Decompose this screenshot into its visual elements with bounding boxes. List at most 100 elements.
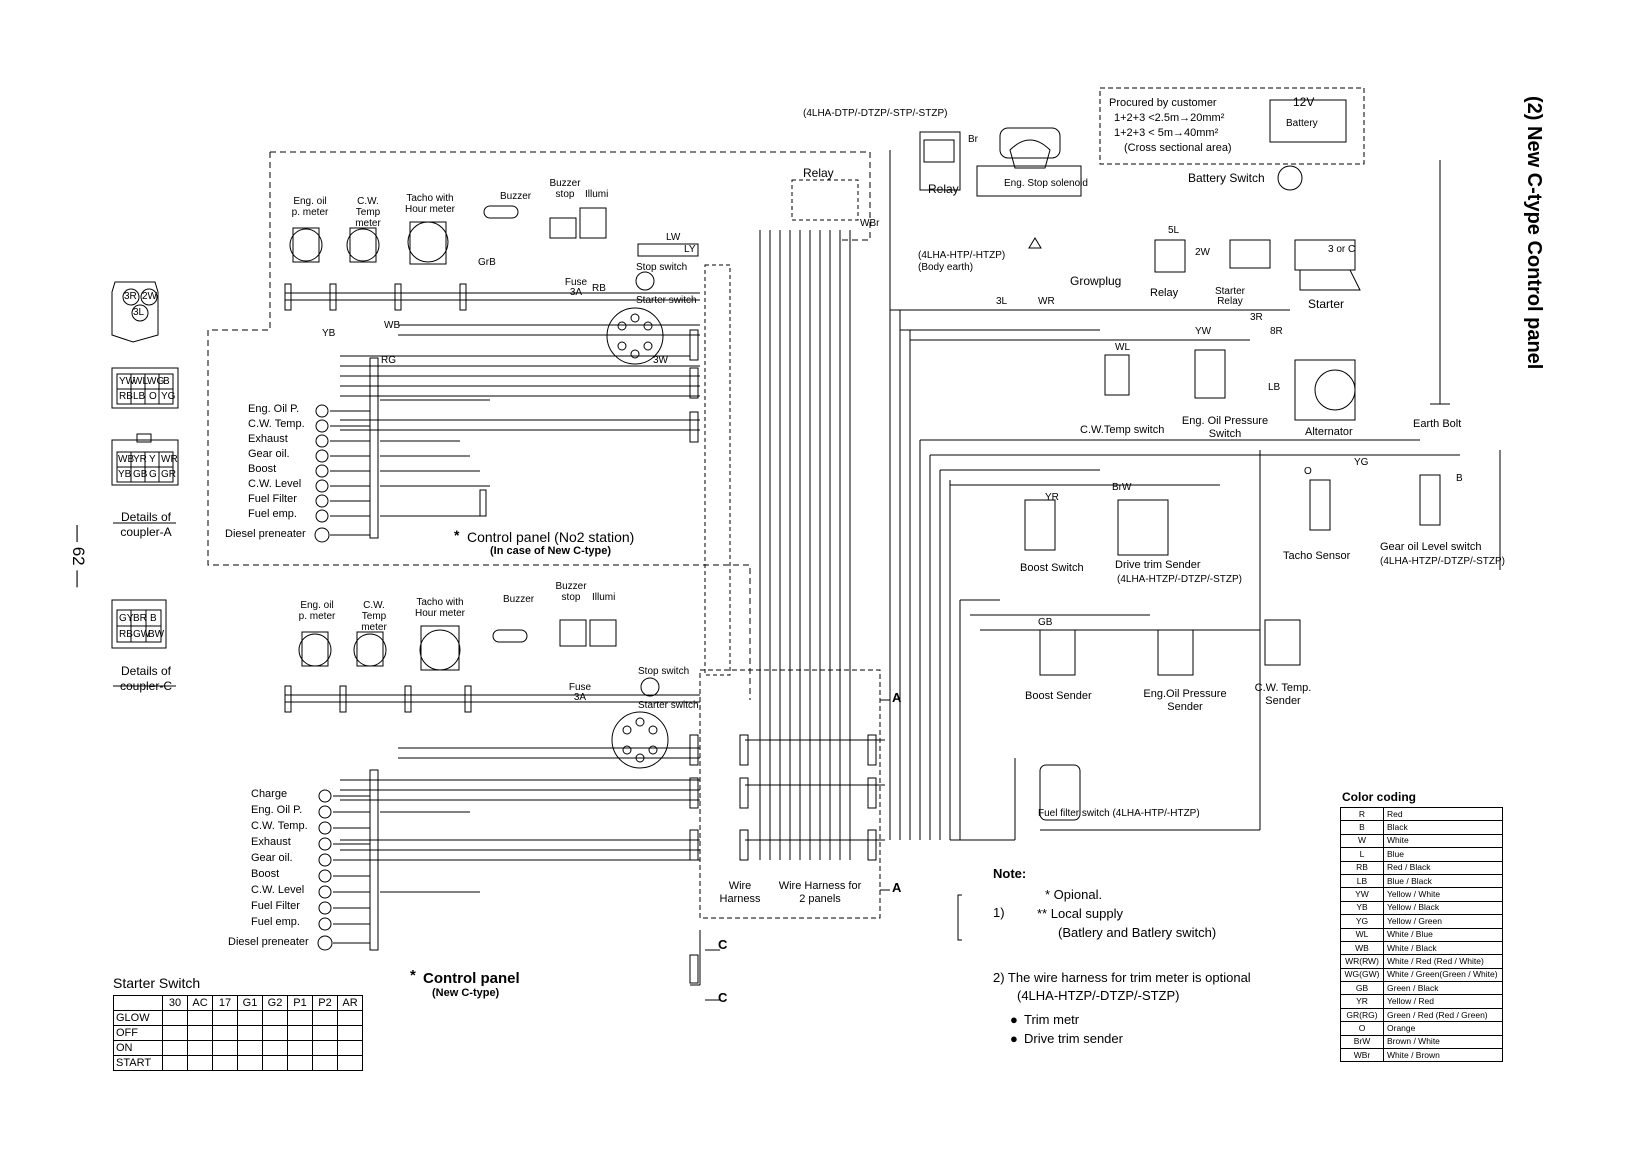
coupler-a-caption: Details of coupler-A (120, 510, 172, 539)
three-or-c: 3 or C (1328, 244, 1356, 255)
no2-lamp-5: C.W. Level (248, 478, 302, 490)
coupler-c-caption: Details of coupler-C (119, 664, 173, 693)
note-2-model: (4LHA-HTZP/-DTZP/-STZP) (1017, 988, 1180, 1003)
page-title: (2) New C-type Control panel (1523, 96, 1545, 370)
starter-switch-cell (262, 1010, 288, 1026)
color-code: YW (1340, 887, 1384, 902)
coupler-a-r4-2: G (149, 469, 157, 480)
coupler-a-r2-1: LB (133, 391, 146, 402)
wire-code: LW (666, 232, 681, 243)
coupler-a-pin-3l: 3L (133, 307, 145, 318)
coupler-a-r1-1: WL (133, 376, 148, 387)
battery-box-outline (1099, 87, 1365, 165)
coupler-a-pin-3r: 3R (124, 291, 137, 302)
coupler-a-r2-2: O (149, 391, 157, 402)
coupler-a-r2-0: RB (119, 391, 133, 402)
note-1a: * Opional. (1045, 887, 1103, 902)
color-code: O (1340, 1021, 1384, 1036)
coupler-a-r3-0: WB (118, 454, 135, 465)
note-1b: ** Local supply (1037, 906, 1123, 921)
harness-box-2 (704, 264, 731, 676)
panel-no2-outline (207, 151, 871, 700)
starter-switch-title: Starter Switch (113, 975, 201, 991)
color-code: GR(RG) (1340, 1007, 1384, 1023)
relay2: Relay (1150, 287, 1179, 299)
coupler-a-r2-3: YG (161, 391, 176, 402)
starter-switch-column: G2 (262, 995, 288, 1011)
starter-switch-cell (312, 1055, 338, 1071)
starter-switch-column: 17 (212, 995, 238, 1011)
main-lamp-8: Fuel emp. (251, 916, 300, 928)
color-coding-row: GR(RG)Green / Red (Red / Green) (1340, 1007, 1503, 1023)
coupler-a-pin-2w: 2W (142, 291, 157, 302)
engine-components (919, 99, 1450, 821)
marker-a-upper: A (892, 690, 902, 705)
cw-temp-sender: C.W. Temp. Sender (1254, 682, 1312, 707)
starter-switch-cell (337, 1010, 363, 1026)
note-bullet-dot-2: ● (1010, 1031, 1018, 1046)
boost-sender: Boost Sender (1025, 690, 1092, 702)
no2-lamp-8: Diesel preneater (225, 528, 306, 540)
note-2: 2) The wire harness for trim meter is op… (993, 970, 1251, 985)
wire-code: O (1304, 466, 1312, 477)
coupler-a-r4-3: GR (161, 469, 176, 480)
main-lamp-4: Gear oil. (251, 852, 293, 864)
color-name: Yellow / Green (1383, 914, 1503, 929)
wire-harness-label: Wire Harness (719, 880, 761, 905)
section-markers (705, 699, 962, 1001)
wire-code: Br (968, 134, 978, 145)
starter-switch-cell (237, 1055, 263, 1071)
main-lamp-7: Fuel Filter (251, 900, 300, 912)
coupler-a-r3-3: WR (161, 454, 178, 465)
color-name: Yellow / White (1383, 887, 1503, 902)
starter-switch-cell (337, 1040, 363, 1056)
no2-lamp-column (314, 399, 490, 543)
starter-switch-row: ON (113, 1040, 363, 1056)
main-lamp-9: Diesel preneater (228, 936, 309, 948)
note-bullet-1: Trim metr (1024, 1012, 1080, 1027)
battery-switch: Battery Switch (1188, 171, 1265, 185)
starter-switch-cell (287, 1025, 313, 1041)
no2-caption: Control panel (No2 station) (467, 529, 635, 545)
wire-code: 3W (653, 355, 668, 366)
starter-switch-cell (212, 1010, 238, 1026)
starter-switch-column: G1 (237, 995, 263, 1011)
gear-oil-model: (4LHA-HTZP/-DTZP/-STZP) (1380, 556, 1505, 567)
starter-switch-cell (262, 1055, 288, 1071)
coupler-a-r4-1: GB (133, 469, 148, 480)
wire-code: RG (381, 355, 396, 366)
eng-oil-pressure-sender: Eng.Oil Pressure Sender (1143, 688, 1227, 713)
color-name: Blue / Black (1383, 873, 1503, 889)
gear-oil-level-switch: Gear oil Level switch (1380, 541, 1482, 553)
main-caption: Control panel (423, 970, 520, 987)
coupler-a-r1-2: WG (147, 376, 165, 387)
color-name: Green / Black (1383, 981, 1503, 996)
drive-trim-model: (4LHA-HTZP/-DTZP/-STZP) (1117, 574, 1242, 585)
color-name: Red (1383, 806, 1503, 822)
engine-trunk (889, 150, 1501, 841)
color-code: WBr (1340, 1048, 1384, 1063)
wire-code: RB (592, 283, 606, 294)
starter-relay: Starter Relay (1214, 286, 1245, 307)
main-bus (284, 685, 700, 951)
starter-switch-cell (312, 1010, 338, 1026)
no2-illumi: Illumi (585, 189, 609, 200)
coupler-c-r1-0: GY (119, 613, 134, 624)
starter-switch-cell (287, 1010, 313, 1026)
wire-code: 3L (996, 296, 1008, 307)
color-code: W (1340, 833, 1384, 849)
wire-code: YB (322, 328, 336, 339)
note-bullet-2: Drive trim sender (1024, 1031, 1123, 1046)
no2-cw-temp-meter: C.W. Temp meter (355, 196, 381, 229)
no2-lamp-7: Fuel emp. (248, 508, 297, 520)
earth-bolt: Earth Bolt (1413, 418, 1462, 430)
main-illumi: Illumi (592, 592, 616, 603)
starter-switch-row: OFF (113, 1025, 363, 1041)
